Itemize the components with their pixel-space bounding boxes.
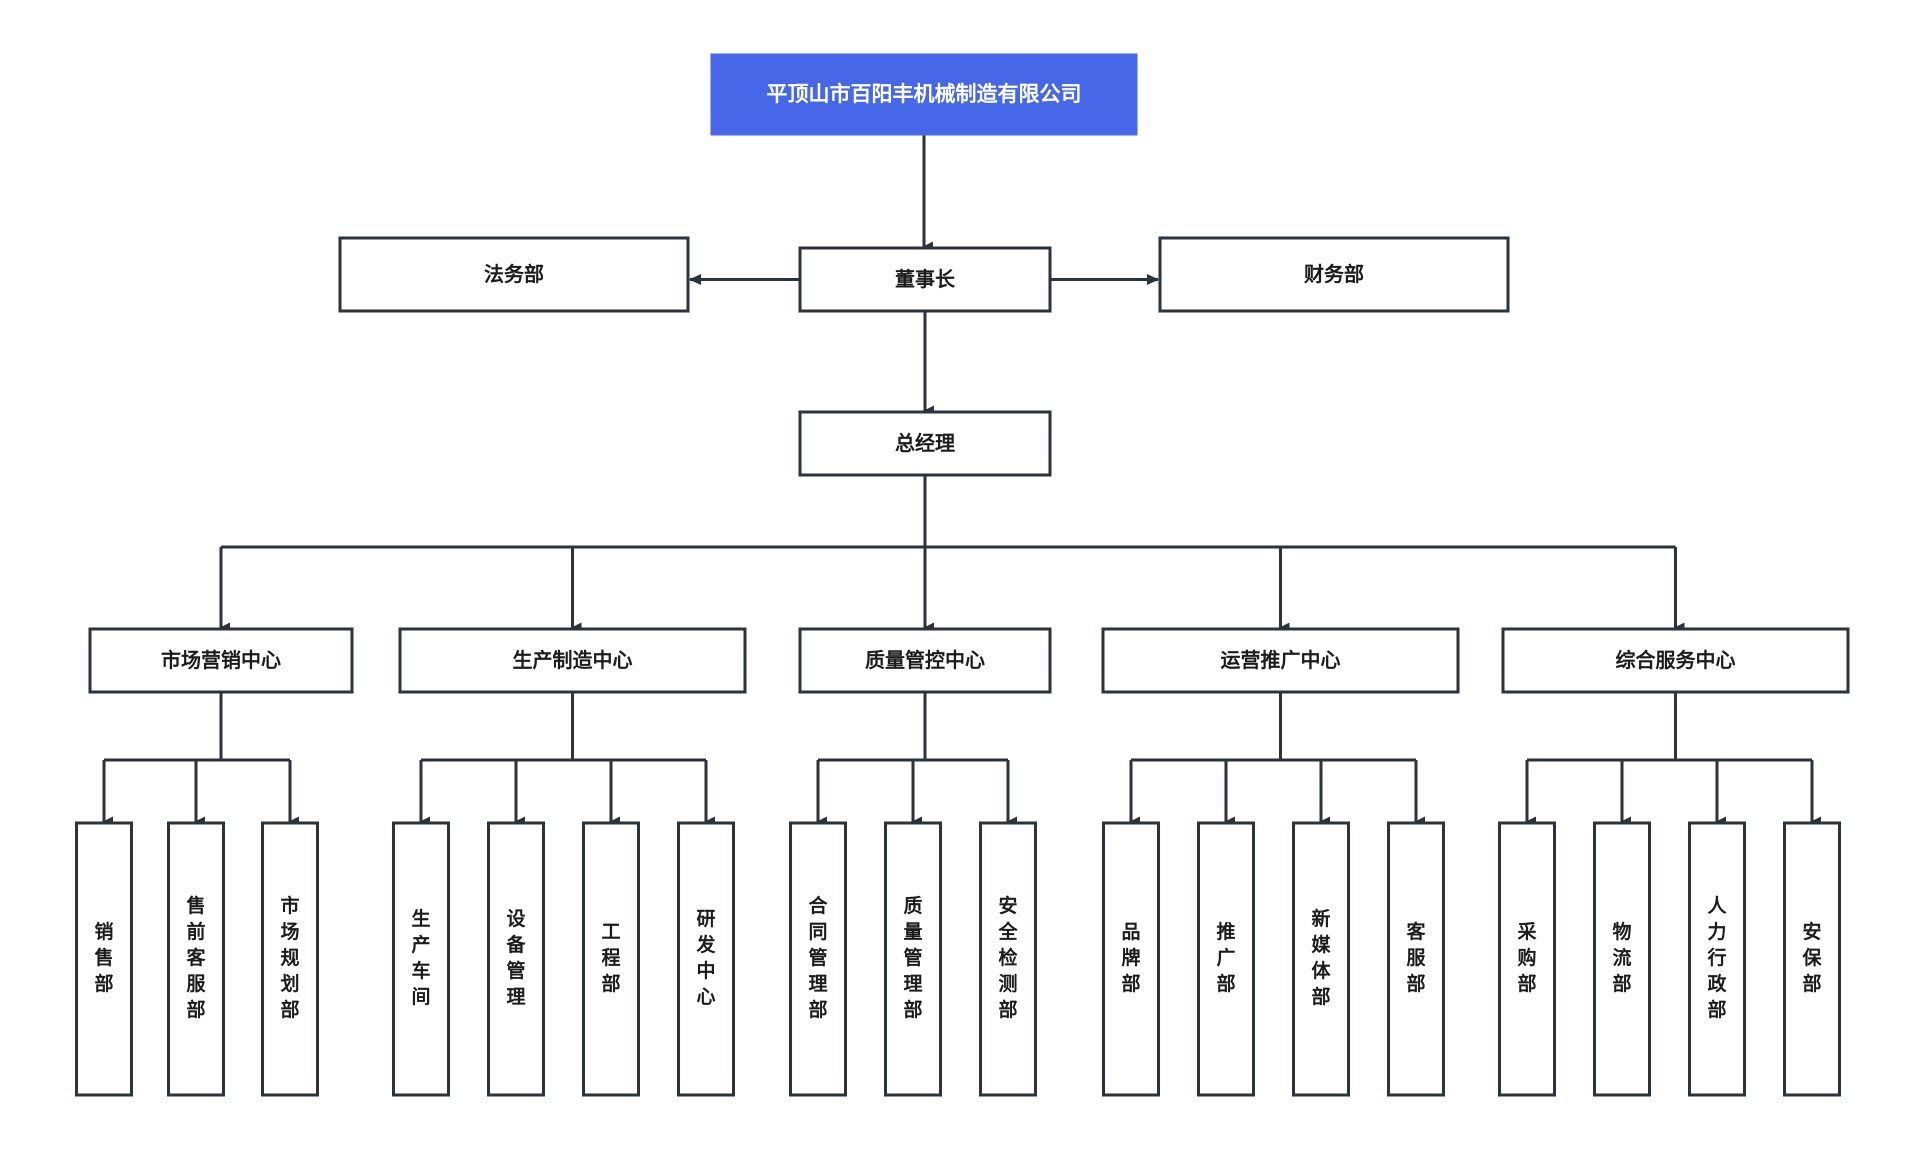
department-node-1-0-rect xyxy=(392,821,450,1097)
department-node-0-1-rect xyxy=(167,821,225,1097)
department-node-1-3[interactable]: 研发中心 xyxy=(677,821,735,1097)
center-node-3-label: 运营推广中心 xyxy=(1221,648,1341,672)
department-node-4-1-rect xyxy=(1593,821,1651,1097)
company-root-node[interactable]: 平顶山市百阳丰机械制造有限公司 xyxy=(710,53,1138,136)
department-node-2-2-label: 安全检测部 xyxy=(997,894,1018,1021)
department-node-0-2-label: 市场规划部 xyxy=(280,894,299,1021)
center-node-0[interactable]: 市场营销中心 xyxy=(88,627,354,694)
department-node-1-1[interactable]: 设备管理 xyxy=(487,821,545,1097)
company-root-node-label: 平顶山市百阳丰机械制造有限公司 xyxy=(767,82,1082,106)
department-node-3-3-rect xyxy=(1387,821,1445,1097)
center-node-4-label: 综合服务中心 xyxy=(1616,648,1736,672)
department-node-3-1-label: 推广部 xyxy=(1216,920,1235,995)
department-node-3-2-label: 新媒体部 xyxy=(1311,907,1331,1008)
center-node-2[interactable]: 质量管控中心 xyxy=(798,627,1052,694)
department-node-3-2[interactable]: 新媒体部 xyxy=(1292,821,1350,1097)
center-node-1-rect xyxy=(398,627,747,694)
department-node-2-2-rect xyxy=(979,821,1037,1097)
department-node-4-0[interactable]: 采购部 xyxy=(1498,821,1556,1097)
department-node-0-1-label: 售前客服部 xyxy=(185,894,206,1021)
department-node-4-2[interactable]: 人力行政部 xyxy=(1688,821,1746,1097)
department-node-1-0[interactable]: 生产车间 xyxy=(392,821,450,1097)
center-node-4-rect xyxy=(1501,627,1850,694)
company-root-node-rect xyxy=(710,53,1138,136)
center-node-2-label: 质量管控中心 xyxy=(865,648,985,672)
department-node-1-2-label: 工程部 xyxy=(601,922,620,995)
department-node-3-3-label: 客服部 xyxy=(1406,920,1426,995)
department-node-1-1-rect xyxy=(487,821,545,1097)
finance-department-node-rect xyxy=(1158,236,1510,313)
center-node-1-label: 生产制造中心 xyxy=(513,648,633,672)
center-node-3-rect xyxy=(1101,627,1460,694)
department-node-1-3-rect xyxy=(677,821,735,1097)
center-node-0-label: 市场营销中心 xyxy=(161,648,281,672)
department-node-0-2-rect xyxy=(261,821,319,1097)
center-node-0-rect xyxy=(88,627,354,694)
chairman-node-label: 董事长 xyxy=(895,267,956,291)
department-node-2-0-label: 合同管理部 xyxy=(808,894,828,1021)
legal-department-node-label: 法务部 xyxy=(484,262,544,286)
general-manager-node-rect xyxy=(798,410,1052,477)
department-node-3-0-rect xyxy=(1102,821,1160,1097)
general-manager-node[interactable]: 总经理 xyxy=(798,410,1052,477)
department-node-0-0-rect xyxy=(75,821,133,1097)
department-node-4-1-label: 物流部 xyxy=(1612,920,1631,995)
department-node-3-1-rect xyxy=(1197,821,1255,1097)
department-node-4-0-label: 采购部 xyxy=(1517,921,1536,995)
department-node-2-1-label: 质量管理部 xyxy=(903,895,922,1021)
chairman-node-rect xyxy=(798,246,1052,313)
department-node-1-2-rect xyxy=(582,821,640,1097)
legal-department-node[interactable]: 法务部 xyxy=(338,236,690,313)
department-node-4-3-rect xyxy=(1783,821,1841,1097)
center-node-4[interactable]: 综合服务中心 xyxy=(1501,627,1850,694)
center-node-3[interactable]: 运营推广中心 xyxy=(1101,627,1460,694)
department-node-0-1[interactable]: 售前客服部 xyxy=(167,821,225,1097)
general-manager-node-label: 总经理 xyxy=(895,431,955,455)
center-node-1[interactable]: 生产制造中心 xyxy=(398,627,747,694)
department-node-1-0-label: 生产车间 xyxy=(411,907,430,1008)
department-node-3-2-rect xyxy=(1292,821,1350,1097)
department-node-4-0-rect xyxy=(1498,821,1556,1097)
chairman-node[interactable]: 董事长 xyxy=(798,246,1052,313)
department-node-1-3-label: 研发中心 xyxy=(695,909,716,1008)
department-node-2-1-rect xyxy=(884,821,942,1097)
department-node-2-2[interactable]: 安全检测部 xyxy=(979,821,1037,1097)
department-node-3-0-label: 品牌部 xyxy=(1121,921,1140,995)
department-node-0-0[interactable]: 销售部 xyxy=(75,821,133,1097)
finance-department-node[interactable]: 财务部 xyxy=(1158,236,1510,313)
department-node-0-2[interactable]: 市场规划部 xyxy=(261,821,319,1097)
center-node-2-rect xyxy=(798,627,1052,694)
department-node-2-1[interactable]: 质量管理部 xyxy=(884,821,942,1097)
department-node-4-1[interactable]: 物流部 xyxy=(1593,821,1651,1097)
legal-department-node-rect xyxy=(338,236,690,313)
department-node-0-0-label: 销售部 xyxy=(93,920,113,995)
department-node-4-3[interactable]: 安保部 xyxy=(1783,821,1841,1097)
department-node-4-2-label: 人力行政部 xyxy=(1706,895,1727,1021)
department-node-1-2[interactable]: 工程部 xyxy=(582,821,640,1097)
connector-lines xyxy=(102,134,1821,828)
department-node-2-0[interactable]: 合同管理部 xyxy=(789,821,847,1097)
department-node-3-3[interactable]: 客服部 xyxy=(1387,821,1445,1097)
department-node-1-1-label: 设备管理 xyxy=(505,908,526,1008)
finance-department-node-label: 财务部 xyxy=(1304,262,1364,286)
department-node-3-0[interactable]: 品牌部 xyxy=(1102,821,1160,1097)
department-node-4-3-label: 安保部 xyxy=(1801,920,1822,995)
department-node-2-0-rect xyxy=(789,821,847,1097)
department-node-4-2-rect xyxy=(1688,821,1746,1097)
department-node-3-1[interactable]: 推广部 xyxy=(1197,821,1255,1097)
